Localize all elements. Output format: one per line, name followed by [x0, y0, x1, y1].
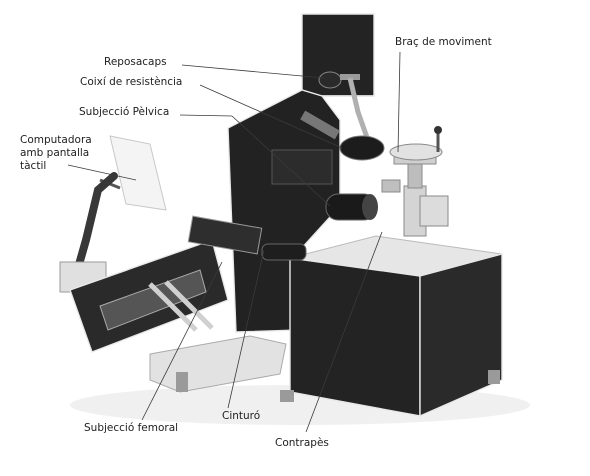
headrest — [318, 71, 360, 89]
touch-computer — [59, 135, 167, 293]
label-subjeccio-femoral: Subjecció femoral — [84, 422, 179, 434]
leader-reposacaps — [181, 64, 325, 79]
pelvic-restraint — [271, 149, 378, 221]
label-computadora-line2: amb pantalla — [20, 147, 90, 159]
resistance-pad — [300, 77, 385, 161]
leg-rest-frame — [69, 215, 307, 393]
label-subjeccio-pelvica: Subjecció Pèlvica — [79, 106, 170, 118]
counterweight-box — [280, 235, 503, 418]
leader-coixi — [199, 84, 343, 149]
label-computadora-line3: tàctil — [20, 160, 47, 172]
label-reposacaps: Reposacaps — [104, 56, 167, 68]
leader-lines — [67, 51, 401, 433]
label-coixi-resistencia: Coixí de resistència — [80, 76, 183, 88]
leader-femoral — [141, 261, 223, 421]
label-cinturo: Cinturó — [222, 410, 261, 422]
leader-contrapes — [305, 231, 383, 433]
label-brac-moviment: Braç de moviment — [395, 36, 492, 48]
leader-pelvica-b — [231, 115, 331, 207]
label-contrapes: Contrapès — [275, 437, 329, 449]
leader-brac — [397, 51, 401, 153]
leader-cinturo — [227, 249, 265, 409]
leader-computadora — [67, 164, 137, 181]
movement-arm — [381, 126, 449, 237]
label-computadora-line1: Computadora — [20, 134, 92, 146]
leader-pelvica-a — [179, 114, 233, 117]
